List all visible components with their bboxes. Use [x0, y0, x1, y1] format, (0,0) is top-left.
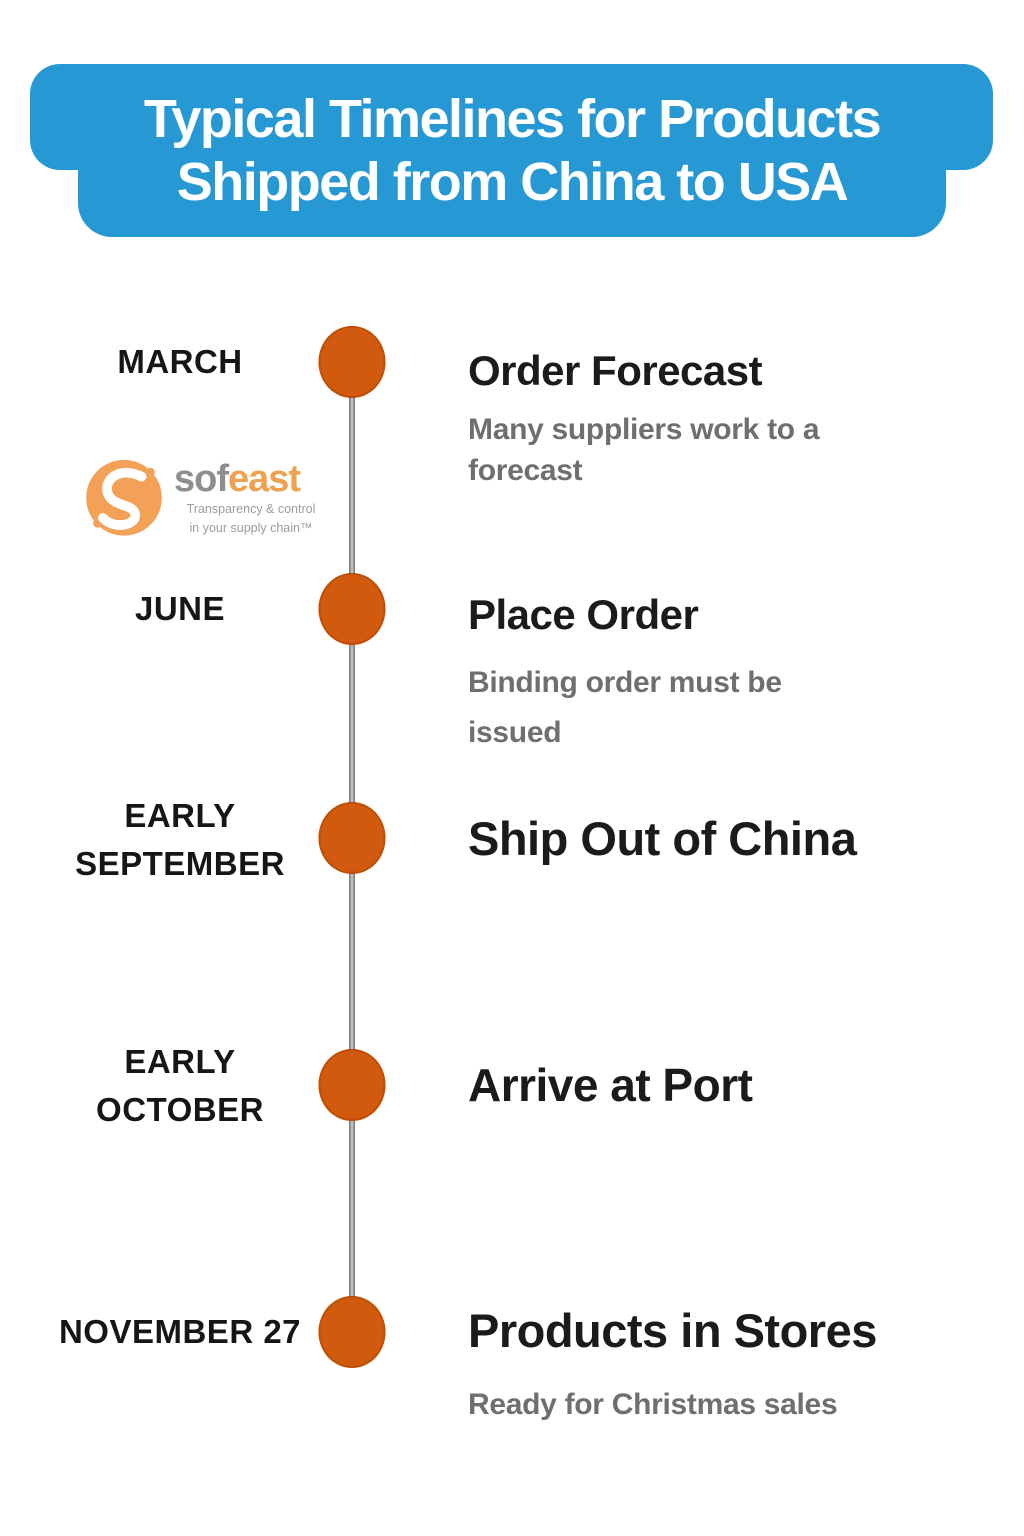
header-banner-bottom-shape: [78, 92, 946, 237]
milestone-date: NOVEMBER 27: [58, 1313, 302, 1351]
sofeast-wordmark: sofeast: [174, 458, 301, 501]
timeline-dot-november-27: [318, 1296, 386, 1368]
milestone-title: Products in Stores: [468, 1304, 877, 1357]
sofeast-tagline-line1: Transparency & control: [186, 502, 316, 516]
timeline-dot-june: [318, 573, 386, 645]
milestone-description: Many suppliers work to a forecast: [468, 413, 820, 487]
milestone-content: Place Order Binding order must be issued: [468, 591, 878, 757]
milestone-title: Ship Out of China: [468, 812, 857, 865]
page-title-line1: Typical Timelines for Products: [143, 89, 882, 149]
milestone-content: Ship Out of China: [468, 812, 857, 865]
timeline-dot-early-september: [318, 802, 386, 874]
milestone-date: MARCH: [117, 343, 243, 381]
milestone-date: JUNE: [134, 590, 226, 628]
sofeast-tagline: Transparency & control in your supply ch…: [176, 500, 326, 539]
page-title: Typical Timelines for Products Shipped f…: [40, 88, 984, 214]
sofeast-wordmark-orange: east: [228, 458, 301, 500]
milestone-title: Arrive at Port: [468, 1059, 753, 1111]
milestone-content: Arrive at Port: [468, 1059, 753, 1111]
milestone-date: EARLY OCTOBER: [96, 1043, 264, 1128]
milestone-content: Products in Stores Ready for Christmas s…: [468, 1305, 938, 1424]
sofeast-s-swirl-icon: [86, 459, 162, 536]
sofeast-wordmark-gray: sof: [174, 458, 229, 500]
milestone-date: EARLY SEPTEMBER: [75, 797, 285, 882]
milestone-title: Order Forecast: [468, 347, 763, 394]
milestone-content: Order Forecast Many suppliers work to a …: [468, 347, 838, 491]
sofeast-tagline-line2: in your supply chain™: [189, 521, 313, 536]
timeline-dot-march: [318, 326, 386, 398]
milestone-title: Place Order: [468, 591, 699, 638]
milestone-description: Ready for Christmas sales: [468, 1387, 838, 1421]
milestone-description: Binding order must be issued: [468, 666, 782, 749]
page-title-line2: Shipped from China to USA: [176, 152, 849, 213]
timeline-dot-early-october: [318, 1049, 386, 1121]
